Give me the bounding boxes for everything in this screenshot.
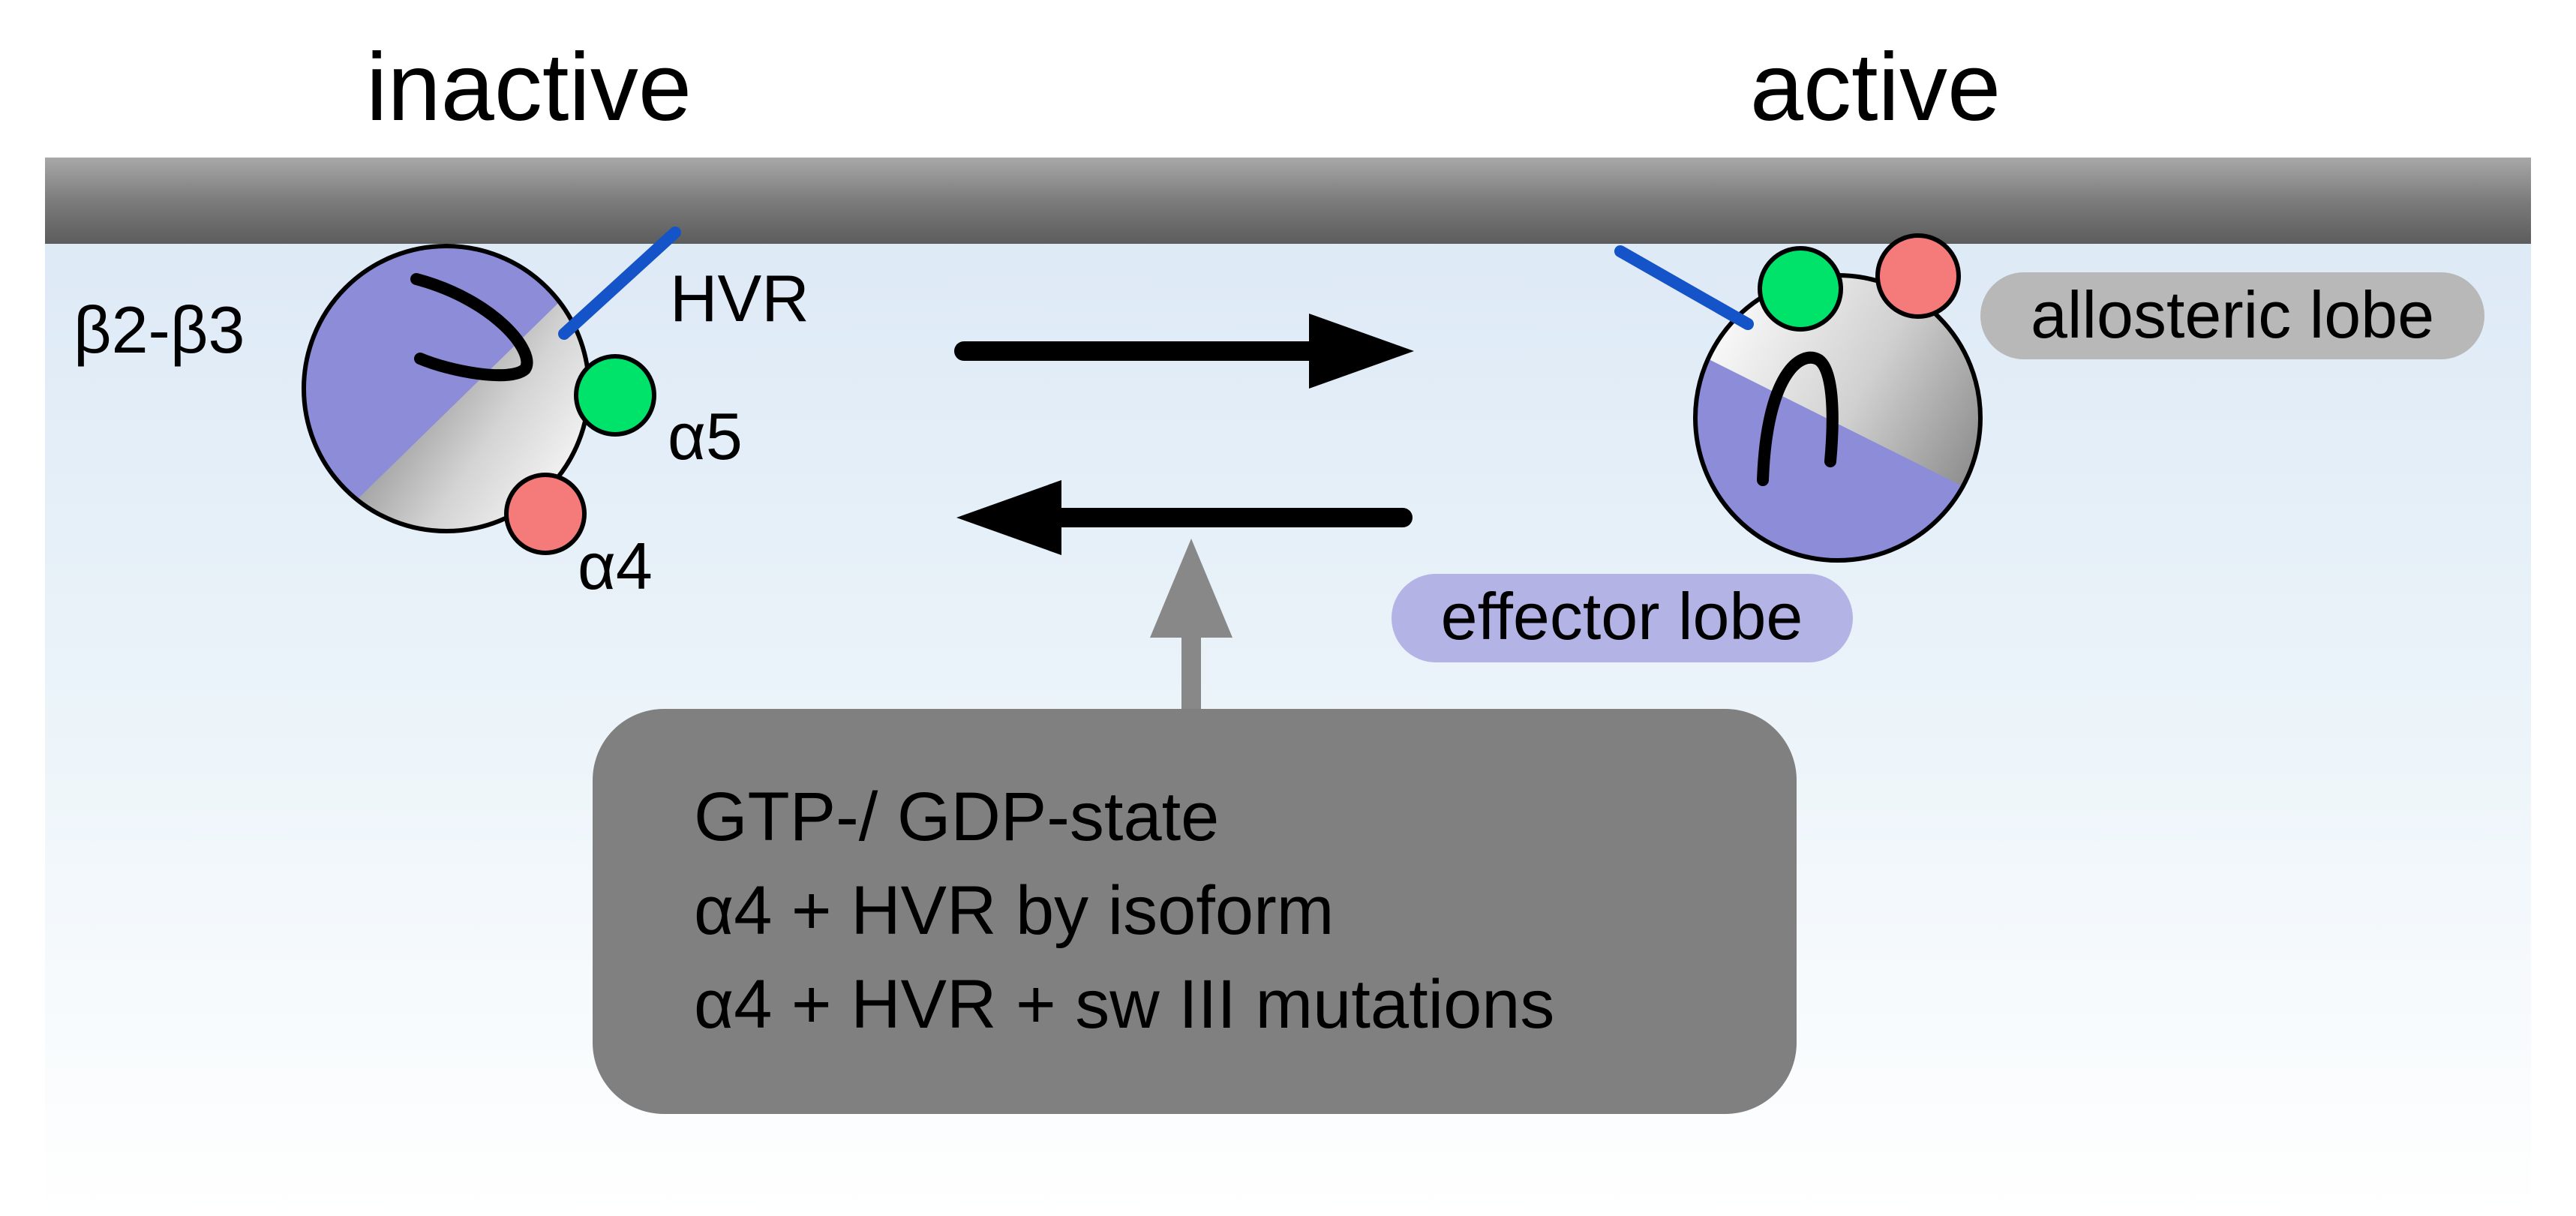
effector-lobe-label: effector lobe: [1441, 579, 1803, 653]
active-title: active: [1750, 34, 2001, 141]
beta2-beta3-label: β2-β3: [74, 293, 245, 367]
regulation-arrow: [1150, 539, 1232, 720]
hvr-label: HVR: [670, 261, 809, 335]
modulator-line-3: α4 + HVR + sw III mutations: [694, 966, 1554, 1043]
reverse-equilibrium-arrow: [956, 480, 1413, 555]
active-alpha5-helix: [1758, 246, 1843, 332]
inactive-alpha4-helix: [504, 473, 587, 555]
allosteric-lobe-tag: [1980, 272, 2484, 359]
forward-equilibrium-arrow: [954, 314, 1414, 389]
alpha5-label: α5: [668, 399, 743, 473]
inactive-alpha5-helix: [574, 354, 656, 437]
modulator-box: [593, 709, 1797, 1114]
allosteric-lobe-label: allosteric lobe: [2031, 278, 2434, 352]
modulator-line-2: α4 + HVR by isoform: [694, 872, 1334, 949]
inactive-beta2-beta3-hairpin: [410, 273, 533, 382]
active-hvr-tail: [1614, 245, 1754, 330]
inactive-hvr-tail: [558, 227, 681, 340]
inactive-effector-region: [304, 246, 589, 531]
inactive-title: inactive: [366, 34, 692, 141]
active-alpha4-helix: [1875, 233, 1961, 319]
modulator-line-1: GTP-/ GDP-state: [694, 779, 1219, 855]
active-beta2-beta3-hairpin: [1757, 351, 1839, 486]
inactive-ras-protein: [302, 244, 591, 533]
membrane: [45, 158, 2531, 244]
active-effector-region: [1695, 345, 1980, 560]
alpha4-label: α4: [578, 529, 653, 603]
effector-lobe-tag: [1392, 574, 1853, 662]
